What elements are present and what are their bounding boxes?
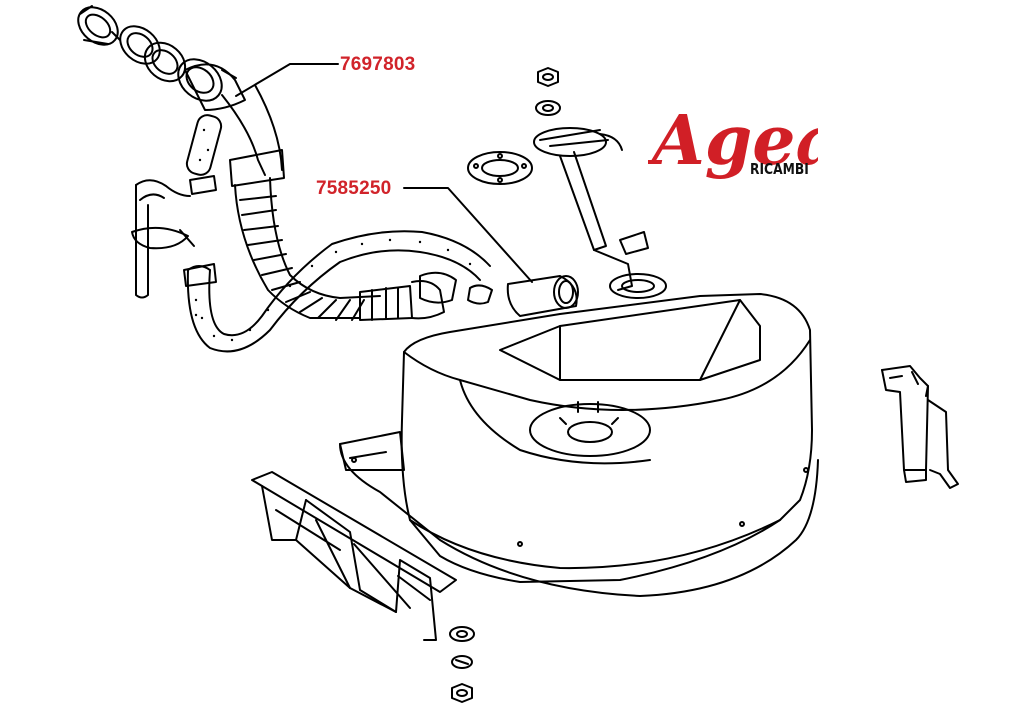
bracket-icon [881,365,959,489]
part-number-callout-filler-hose: 7697803 [340,54,416,75]
gasket-ring-icon [467,151,533,185]
tank-connector-sleeve-icon [506,275,579,317]
fuel-gauge-sender-icon [533,127,667,299]
leader-line-7585250 [403,187,533,283]
bottom-nut-washer-icon [449,626,475,703]
agea-logo: Agea [648,101,818,181]
support-strap-icon [251,471,457,641]
filler-neck-icon [77,5,246,111]
leader-lines [235,63,533,283]
part-number-callout-connector-sleeve: 7585250 [316,178,392,199]
agea-wordmark: Agea [648,101,818,181]
logo-subtitle: RICAMBI [750,160,809,178]
filler-hose-icon [221,84,445,321]
nut-washer-icon [535,67,561,116]
vent-hose-icon [131,114,493,353]
fuel-tank-icon [339,293,819,597]
leader-line-7697803 [235,63,339,97]
hose-texture [194,128,472,342]
